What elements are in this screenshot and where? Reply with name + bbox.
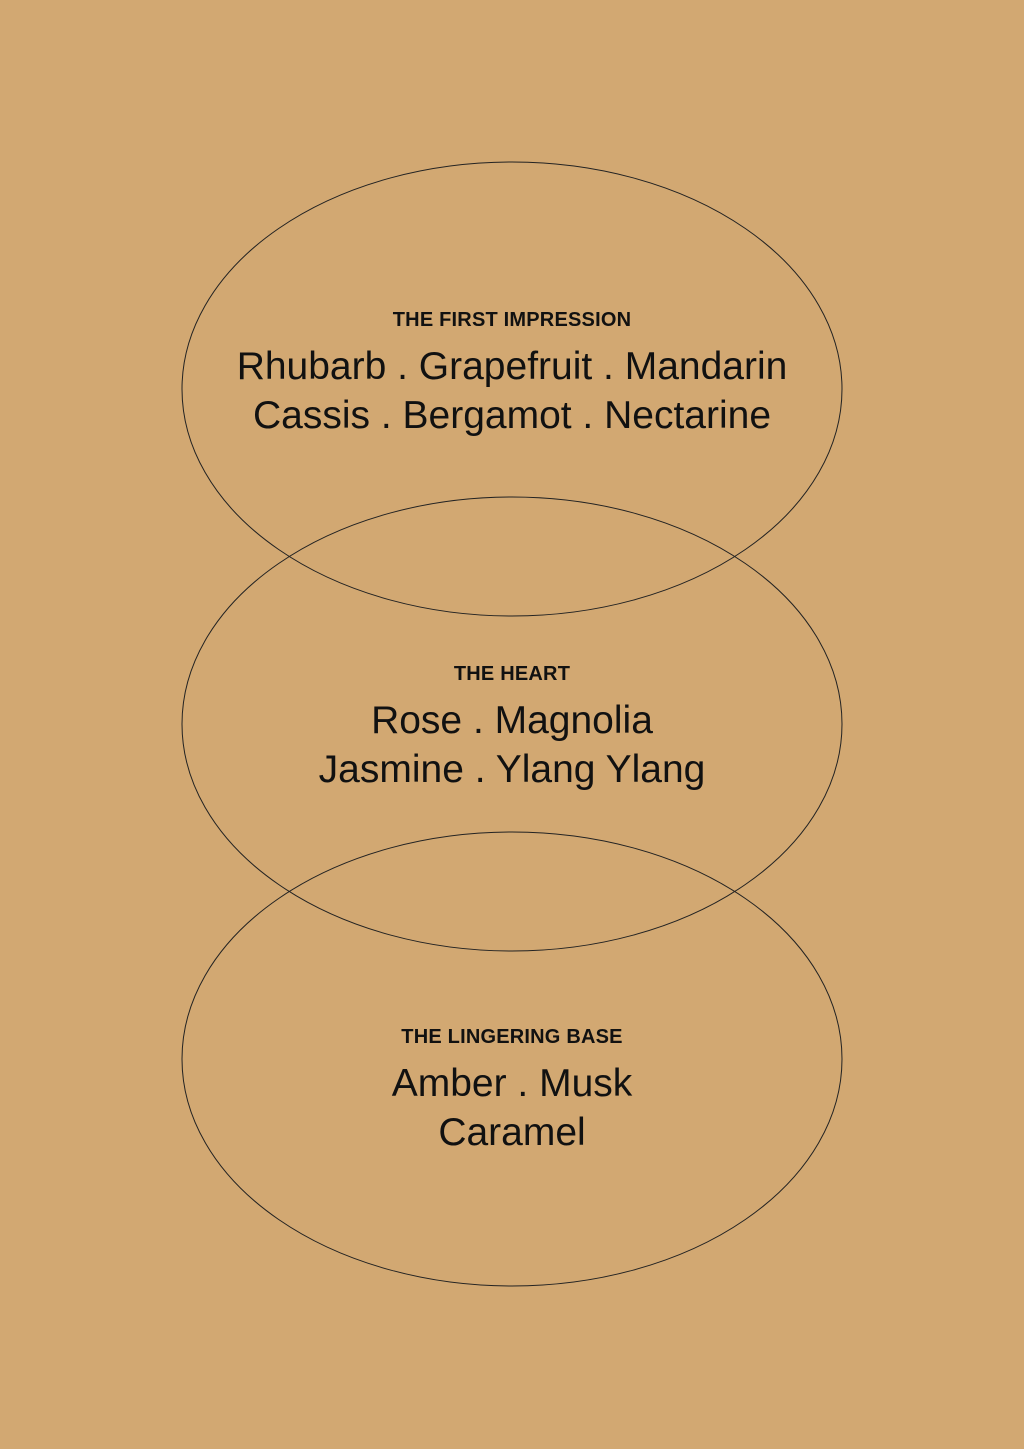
bottom-ellipse — [181, 831, 843, 1287]
base-notes-line: Amber . Musk — [391, 1062, 633, 1105]
base-notes-line: Caramel — [438, 1111, 586, 1154]
top-notes-line: Rhubarb . Grapefruit . Mandarin — [236, 345, 788, 388]
heart-notes-line: Rose . Magnolia — [371, 699, 653, 742]
top-notes-block: THE FIRST IMPRESSION Rhubarb . Grapefrui… — [0, 308, 1024, 440]
top-notes-line: Cassis . Bergamot . Nectarine — [252, 394, 772, 437]
heart-notes-line: Jasmine . Ylang Ylang — [318, 748, 706, 791]
heart-notes-heading: THE HEART — [453, 663, 571, 685]
base-notes-block: THE LINGERING BASE Amber . Musk Caramel — [0, 1025, 1024, 1157]
middle-ellipse — [181, 496, 843, 952]
top-notes-heading: THE FIRST IMPRESSION — [392, 309, 632, 331]
top-ellipse — [181, 161, 843, 617]
heart-notes-block: THE HEART Rose . Magnolia Jasmine . Ylan… — [0, 662, 1024, 794]
base-notes-heading: THE LINGERING BASE — [401, 1026, 623, 1048]
